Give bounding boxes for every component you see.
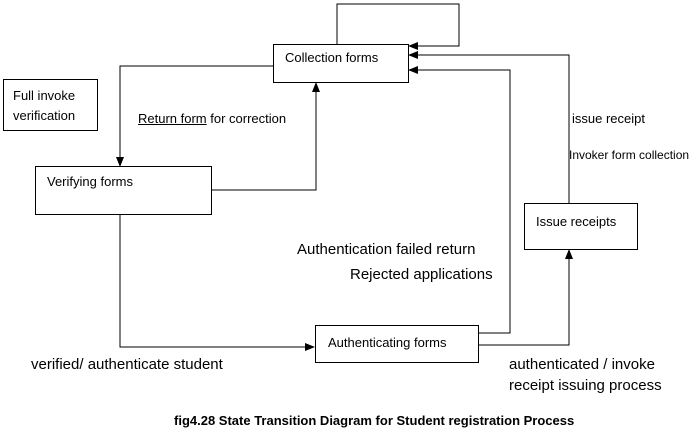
self-loop-arrow (336, 3, 460, 50)
return-form-label: Return form for correction (138, 111, 287, 127)
auth-failed-label-line2: Rejected applications (350, 266, 493, 283)
figure-caption: fig4.28 State Transition Diagram for Stu… (174, 413, 575, 428)
state-authenticating-forms-label: Authenticating forms (328, 335, 447, 350)
return-form-underlined: Return form (138, 111, 207, 126)
collection-to-verifying-arrow (116, 65, 273, 167)
note-full-invoke-verification: Full invoke verification (3, 79, 98, 131)
state-issue-receipts-label: Issue receipts (536, 214, 617, 229)
issue-to-collection-arrow (408, 51, 570, 203)
state-authenticating-forms: Authenticating forms (315, 325, 479, 363)
verified-label: verified/ authenticate student (31, 356, 223, 373)
issue-receipt-label: issue receipt (572, 111, 645, 126)
verifying-to-authenticating-arrow (119, 215, 315, 351)
state-verifying-forms: Verifying forms (35, 166, 212, 215)
return-form-rest: for correction (206, 111, 287, 126)
authenticating-to-collection-arrow (408, 66, 511, 334)
authenticated-label-line1: authenticated / invoke (509, 356, 655, 373)
state-issue-receipts: Issue receipts (524, 203, 638, 250)
note-line-1: Full invoke (13, 88, 76, 103)
state-collection-forms-label: Collection forms (285, 50, 379, 65)
verifying-to-collection-arrow (212, 82, 320, 191)
auth-failed-label-line1: Authentication failed return (297, 241, 476, 258)
state-collection-forms: Collection forms (273, 44, 409, 83)
state-verifying-forms-label: Verifying forms (47, 174, 133, 189)
authenticated-label-line2: receipt issuing process (509, 377, 662, 394)
note-line-2: verification (13, 108, 76, 123)
invoker-form-collection-label: Invoker form collection (569, 148, 690, 162)
authenticating-to-issue-arrow (479, 249, 573, 346)
